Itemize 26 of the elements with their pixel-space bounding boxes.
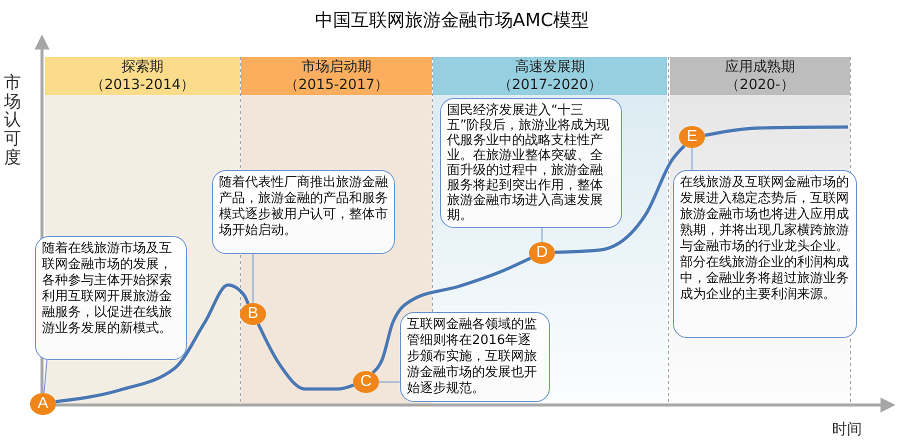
phase-years: （2013-2014）	[89, 76, 196, 94]
growth-curve	[704, 125, 848, 137]
phase-name: 高速发展期	[514, 58, 586, 76]
chart-title: 中国互联网旅游金融市场AMC模型	[314, 9, 590, 32]
callout-bubble: 互联网金融各领域的监管细则将在2016年逐步颁布实施，互联网旅游金融市场的发展也开始逐步规范。	[400, 312, 550, 402]
x-axis-label: 时间	[832, 420, 862, 439]
phase-years: （2017-2020）	[496, 76, 604, 94]
phase-header	[45, 57, 240, 95]
callout-bubble: 国民经济发展进入“十三五”阶段后，旅游业将成为现代服务业中的战略支柱性产业。在旅游业整体突破、全面升级的过程中，旅游金融服务将起到突出作用，整体旅游金融市场进入高速发展期。	[440, 98, 622, 228]
growth-curve	[372, 256, 532, 374]
callout-bubble: 随着代表性厂商推出旅游金融产品，旅游金融的产品和服务模式逐步被用户认可，整体市场开始启动。	[212, 170, 395, 254]
growth-curve	[56, 283, 250, 404]
phase-name: 探索期	[120, 58, 164, 76]
phase-years: （2020-）	[724, 76, 796, 94]
phase-name: 市场启动期	[300, 58, 372, 76]
y-axis-label: 市场认可度	[4, 74, 21, 168]
phase-years: （2015-2017）	[283, 76, 390, 94]
callout-bubble: 在线旅游及互联网金融市场的发展进入稳定态势后，互联网旅游金融市场也将进入应用成熟期，并将出现几家横跨旅游与金融市场的行业龙头企业。部分在线旅游企业的利润构成中，金融业务将超过旅游业务成为企业的主要利润来源。	[673, 170, 857, 338]
phase-header	[433, 57, 667, 95]
phase-header	[670, 57, 850, 95]
phase-header	[241, 57, 432, 95]
callout-bubble: 随着在线旅游市场及互联网金融市场的发展，各种参与主体开始探索利用互联网开展旅游金融服务，以促进在线旅游业务发展的新模式。	[35, 236, 187, 360]
phase-name: 应用成熟期	[724, 58, 796, 76]
stage-marker: A	[30, 393, 56, 415]
growth-curve	[554, 144, 686, 254]
growth-curve	[256, 323, 354, 391]
